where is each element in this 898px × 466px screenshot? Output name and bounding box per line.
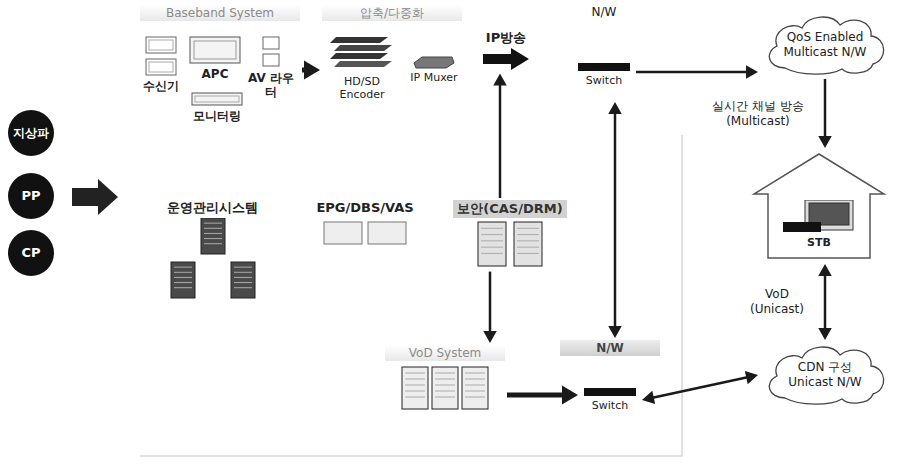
node-label: 수신기	[143, 79, 179, 93]
node-label: 압축/다중화	[322, 5, 462, 21]
server-group: 운영관리시스템	[150, 200, 275, 302]
mux-icon	[412, 55, 456, 69]
connector	[507, 386, 578, 405]
equipment-box: AV 라우터	[248, 33, 294, 100]
rx-icon	[144, 35, 178, 77]
source-circle: 지상파	[8, 110, 54, 156]
connector	[818, 264, 832, 340]
avr-icon	[259, 35, 283, 69]
arrow-head	[746, 65, 758, 79]
connector-line	[650, 377, 750, 398]
node-label: QoS Enabled Multicast N/W	[774, 30, 876, 59]
input-arrow	[72, 179, 118, 215]
node-label: 보안(CAS/DRM)	[453, 200, 566, 218]
connector	[636, 65, 758, 79]
switch-box: Switch	[574, 60, 634, 87]
node-label: Switch	[592, 399, 628, 412]
equipment-box: 수신기	[140, 33, 182, 93]
node-label: CP	[21, 245, 40, 261]
network-group: N/W Switch	[568, 5, 640, 100]
node-label: VoD System	[385, 345, 505, 361]
node-label: Switch	[586, 74, 622, 87]
connector	[642, 371, 758, 404]
node-label: HD/SD Encoder	[322, 75, 402, 101]
node-label: IP Muxer	[410, 71, 457, 84]
arrow-head	[818, 136, 832, 148]
arrow-head	[304, 61, 320, 80]
switch-box: Switch	[580, 385, 640, 412]
stb-icon	[783, 200, 855, 236]
network-cloud: CDN 구성 Unicast N/W	[760, 342, 890, 407]
server-group: 보안(CAS/DRM)	[450, 200, 570, 270]
node-label: EPG/DBS/VAS	[316, 200, 413, 216]
connector	[818, 79, 832, 148]
connector-line	[507, 393, 567, 398]
connector	[302, 61, 320, 80]
home-house: STB	[748, 150, 890, 262]
equipment-box: IP Muxer	[406, 53, 462, 84]
region-bracket	[140, 135, 682, 456]
arrow-head	[608, 326, 622, 338]
arrow-head	[483, 331, 497, 343]
sw-icon	[584, 387, 636, 397]
arrow-head	[818, 328, 832, 340]
mon-icon	[190, 91, 244, 107]
node-label: Baseband System	[140, 5, 300, 21]
edge-label: 실시간 채널 방송 (Multicast)	[700, 98, 816, 130]
system-group: 압축/다중화 HD/SD Encoder IP Muxer	[322, 5, 462, 110]
connector-line	[636, 71, 750, 74]
edge-label: VoD (Unicast)	[738, 286, 816, 318]
sw-icon	[578, 62, 630, 72]
node-label: CDN 구성 Unicast N/W	[774, 360, 876, 389]
server-group: EPG/DBS/VAS	[310, 200, 420, 248]
arrow-head	[642, 391, 655, 404]
arrow-head	[562, 386, 578, 405]
sec-icon	[472, 220, 548, 268]
node-label: 지상파	[13, 126, 49, 140]
node-label: AV 라우터	[248, 71, 294, 100]
arrow-head	[608, 102, 622, 114]
arrow-head	[493, 74, 507, 86]
node-label: STB	[807, 236, 831, 249]
arrow-head	[745, 371, 758, 384]
server-group: VoD System	[385, 345, 505, 413]
network-cloud: QoS Enabled Multicast N/W	[760, 12, 890, 77]
connector	[483, 272, 497, 343]
node-label: 운영관리시스템	[167, 200, 258, 216]
node-label: 모니터링	[193, 109, 241, 123]
apc-icon	[188, 35, 242, 65]
node-label: N/W	[560, 340, 660, 356]
ipb-icon	[483, 48, 529, 70]
connector-line	[489, 272, 492, 335]
ops-icon	[163, 218, 263, 300]
equipment-box: HD/SD Encoder	[322, 31, 402, 101]
epg-icon	[322, 218, 408, 246]
equipment-box: APC	[186, 33, 244, 81]
connector-line	[499, 82, 502, 198]
node-label: N/W	[568, 5, 640, 19]
source-circle: CP	[8, 230, 54, 276]
connector	[493, 74, 507, 198]
connector-line	[824, 272, 827, 331]
network-group: N/W Switch	[560, 340, 660, 425]
enc-icon	[330, 33, 394, 73]
node-label: APC	[202, 67, 229, 81]
equipment-box: 모니터링	[186, 89, 248, 123]
vod-icon	[400, 363, 490, 411]
node-label: PP	[21, 188, 40, 204]
connector-line	[614, 110, 617, 329]
source-circle: PP	[8, 173, 54, 219]
broadcast-box: IP방송	[478, 30, 534, 72]
system-group: Baseband System 수신기 APC AV 라우터모니터링	[140, 5, 300, 130]
node-label: IP방송	[486, 30, 526, 46]
arrow-head	[818, 264, 832, 276]
connector	[608, 102, 622, 338]
connector-line	[824, 79, 827, 140]
